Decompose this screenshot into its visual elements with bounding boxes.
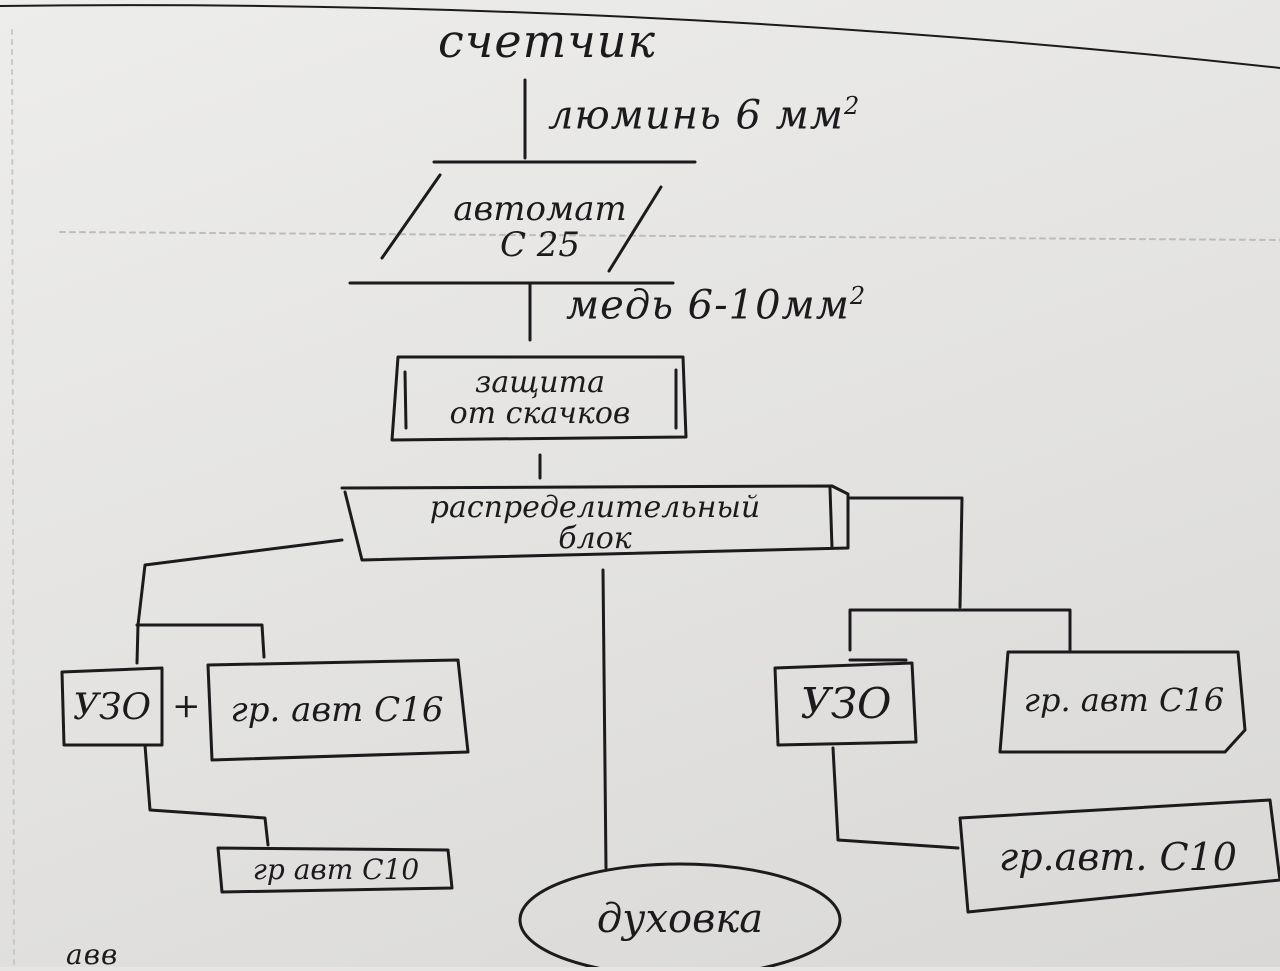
rcd-right-frame	[773, 661, 918, 747]
c10-left-frame	[216, 846, 454, 894]
breaker-frame	[348, 160, 697, 285]
c16-right-frame	[998, 650, 1247, 754]
wire-left-branch	[135, 538, 344, 665]
aluminium-wire-text: люминь 6 мм	[548, 92, 844, 139]
rcd-left-frame	[60, 666, 164, 747]
meter-label: счетчик	[438, 14, 656, 68]
rcd-right-node: УЗО	[778, 666, 914, 742]
distribution-block-line1: распределительный	[429, 489, 761, 525]
distribution-block-node: распределительный блок	[350, 490, 840, 556]
protection-frame	[390, 355, 688, 442]
oven-node: духовка	[540, 880, 820, 958]
rcd-right-label: УЗО	[800, 678, 892, 728]
c16-left-frame	[206, 658, 470, 762]
block-frame	[340, 484, 850, 562]
breaker-node: автомат С 25	[420, 185, 660, 271]
perforation-line	[59, 231, 1280, 241]
wire-oven	[601, 568, 608, 870]
distribution-block-line2: блок	[558, 521, 632, 556]
rcd-left-label: УЗО	[73, 687, 151, 729]
margin-line	[11, 29, 15, 967]
rcd-right-to-c10	[831, 746, 960, 850]
surge-protection-node: защита от скачков	[400, 360, 680, 436]
group-breaker-c16-left-node: гр. авт С16	[212, 666, 462, 756]
group-breaker-c10-left-label: гр авт С10	[252, 853, 420, 887]
rcd-left-to-c10	[143, 743, 270, 847]
breaker-rating: С 25	[499, 225, 581, 265]
wire-right-branch	[848, 496, 964, 609]
aluminium-wire-power: 2	[843, 92, 861, 120]
group-breaker-c16-right-label: гр. авт С16	[1023, 681, 1225, 720]
page-edge-line	[0, 4, 1280, 69]
group-breaker-c16-right-node: гр. авт С16	[1005, 655, 1243, 747]
group-breaker-c16-left-label: гр. авт С16	[230, 690, 444, 731]
copper-wire-label: медь 6-10мм2	[566, 282, 866, 328]
oven-label: духовка	[596, 896, 764, 942]
group-breaker-c10-right-label: гр.авт. С10	[998, 835, 1237, 880]
group-breaker-c10-right-node: гр.авт. С10	[968, 812, 1268, 904]
surge-protection-line2: от скачков	[449, 396, 631, 431]
rcd-left-node: УЗО	[62, 672, 162, 744]
aluminium-wire-label: люминь 6 мм2	[548, 92, 860, 138]
copper-wire-power: 2	[849, 282, 867, 310]
oven-frame	[518, 862, 842, 967]
c10-right-frame	[958, 798, 1280, 914]
group-breaker-c10-left-node: гр авт С10	[222, 850, 450, 890]
corner-text: авв	[66, 938, 119, 971]
wire-left-branch-up	[135, 623, 266, 659]
surge-protection-line1: защита	[475, 364, 605, 400]
plus-sign: +	[172, 686, 202, 726]
wire-right-split	[848, 608, 1072, 652]
breaker-label: автомат	[453, 189, 627, 230]
copper-wire-text: медь 6-10мм	[566, 282, 850, 329]
